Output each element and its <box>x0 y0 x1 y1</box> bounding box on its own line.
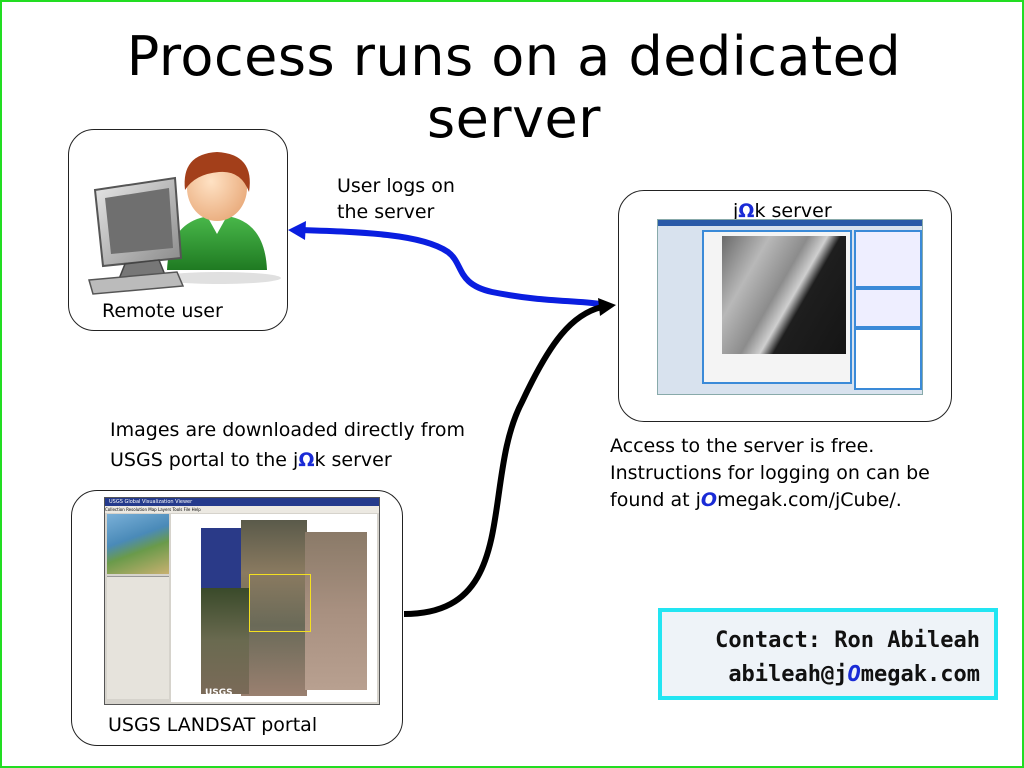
blue-login-arrow <box>299 227 601 307</box>
remote-user-label: Remote user <box>102 300 223 322</box>
contact-box: Contact: Ron Abileah abileah@jOmegak.com <box>658 608 998 700</box>
usgs-portal-screenshot: USGS Global Visualization Viewer Collect… <box>104 497 380 705</box>
title-line-1: Process runs on a dedicated <box>126 25 902 88</box>
server-label: jΩk server <box>733 200 832 222</box>
server-box: jΩk server <box>618 190 952 422</box>
images-download-note: Images are downloaded directly from USGS… <box>110 419 465 471</box>
omega-symbol: O <box>847 662 861 687</box>
server-app-screenshot <box>657 219 923 395</box>
remote-user-box: Remote user <box>68 129 288 331</box>
black-arrowhead <box>598 298 616 316</box>
portal-window-title: USGS Global Visualization Viewer <box>109 499 193 505</box>
omega-symbol: O <box>700 489 718 511</box>
usgs-portal-label: USGS LANDSAT portal <box>108 714 318 736</box>
login-arrow-label: User logs on the server <box>337 175 455 223</box>
black-download-arrow <box>403 304 603 617</box>
title-line-2: server <box>427 87 601 150</box>
blue-arrowhead <box>288 221 306 240</box>
server-access-note: Access to the server is free. Instructio… <box>610 435 930 511</box>
omega-symbol: Ω <box>298 449 315 471</box>
usgs-logo: USGS <box>205 688 233 698</box>
portal-menubar: Collection Resolution Map Layers Tools F… <box>105 506 379 513</box>
contact-email[interactable]: abileah@jOmegak.com <box>728 662 980 687</box>
omega-symbol: Ω <box>738 200 755 222</box>
user-computer-icon <box>88 152 281 295</box>
slide-title: Process runs on a dedicated server <box>2 25 1022 150</box>
contact-name: Contact: Ron Abileah <box>715 628 980 653</box>
usgs-portal-box: USGS Global Visualization Viewer Collect… <box>71 490 403 746</box>
